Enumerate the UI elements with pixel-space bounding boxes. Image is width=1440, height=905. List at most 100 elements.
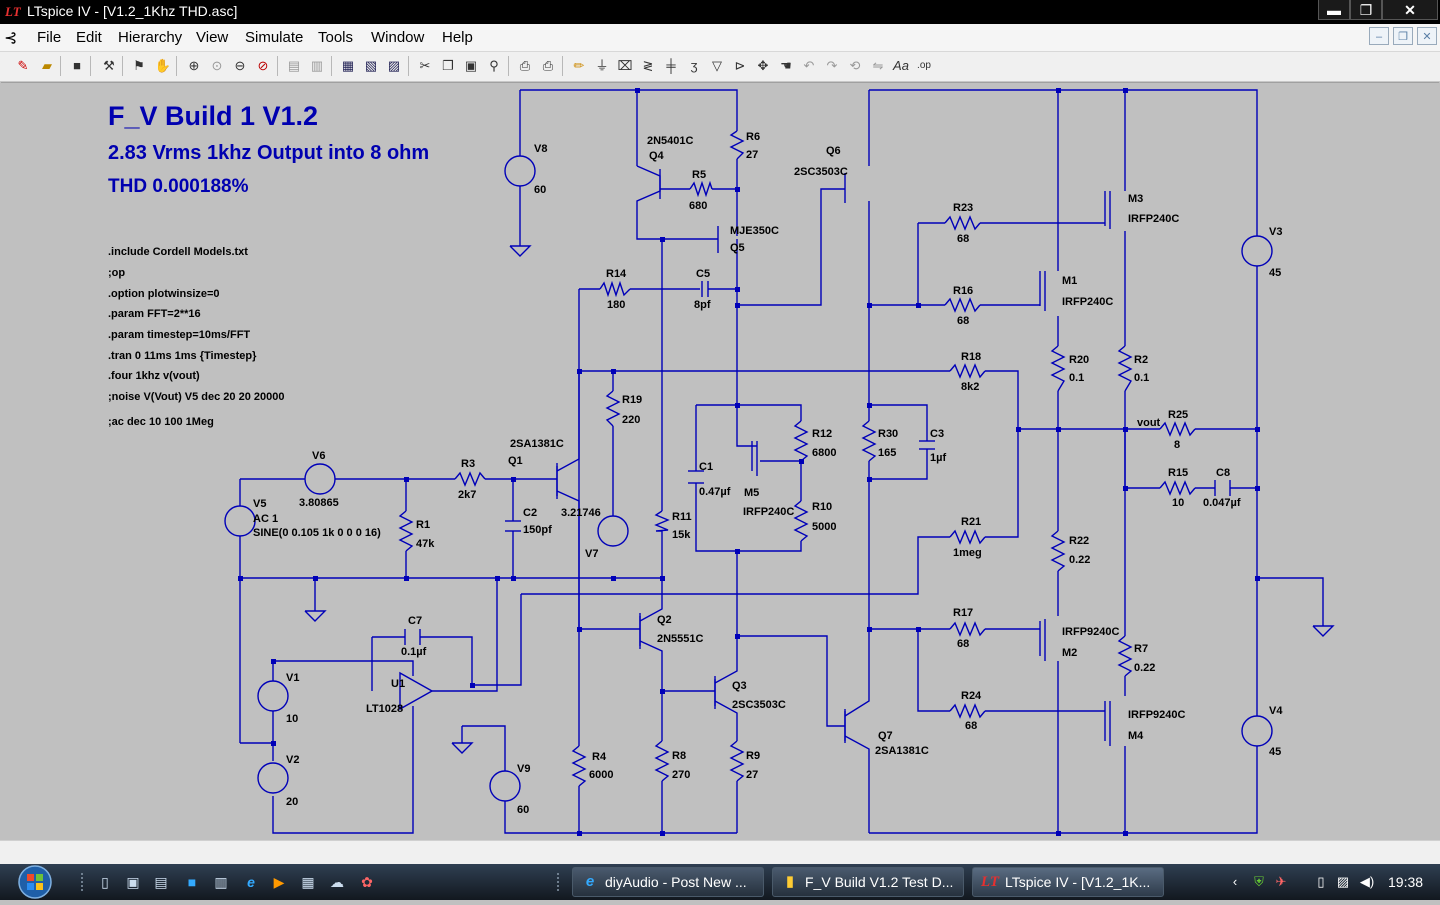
zoom-out-icon[interactable]: ⊖ bbox=[234, 58, 246, 73]
copy-icon[interactable]: ❐ bbox=[442, 58, 454, 73]
task-diyaudio[interactable]: e diyAudio - Post New ... bbox=[572, 867, 764, 897]
monitor-icon[interactable]: ■ bbox=[187, 874, 197, 890]
run-icon[interactable]: ⚑ bbox=[133, 58, 145, 73]
spice-directive-icon[interactable]: .op bbox=[917, 60, 931, 71]
component-icon[interactable]: ⊳ bbox=[734, 58, 746, 73]
print-setup-icon[interactable]: ⎙ bbox=[519, 58, 531, 73]
undo-icon[interactable]: ↶ bbox=[803, 58, 815, 73]
find-icon[interactable]: ⚲ bbox=[489, 58, 499, 73]
spice-directive[interactable]: .option plotwinsize=0 bbox=[108, 288, 220, 300]
desktop-icon[interactable]: ▯ bbox=[101, 874, 109, 890]
label-v5-name: V5 bbox=[253, 498, 266, 510]
minimize-button[interactable]: ▬ bbox=[1318, 0, 1350, 20]
inductor-icon[interactable]: ʒ bbox=[690, 58, 698, 73]
mdi-close-button[interactable]: ✕ bbox=[1417, 27, 1437, 45]
taskbar: ▯ ▣ ▤ ■ ▥ e ▶ ▦ ☁ ✿ e diyAudio - Post Ne… bbox=[0, 864, 1440, 900]
ground-icon[interactable]: ⏚ bbox=[595, 58, 609, 73]
menu-tools[interactable]: Tools bbox=[318, 29, 354, 46]
spice-directive[interactable]: ;noise V(Vout) V5 dec 20 20 20000 bbox=[108, 391, 284, 403]
chevron-left-icon[interactable]: ‹ bbox=[1232, 874, 1238, 889]
label-v4-name: V4 bbox=[1269, 705, 1283, 717]
cascade-icon[interactable]: ▦ bbox=[341, 58, 355, 73]
network-icon[interactable]: ☁ bbox=[330, 874, 344, 890]
thd-result: THD 0.000188% bbox=[108, 176, 249, 197]
capacitor-icon[interactable]: ╪ bbox=[666, 58, 676, 73]
task-label: diyAudio - Post New ... bbox=[605, 874, 747, 890]
media-icon[interactable]: ▶ bbox=[273, 874, 285, 890]
documents-icon[interactable]: ▤ bbox=[154, 874, 168, 890]
spice-directive[interactable]: .four 1khz v(vout) bbox=[108, 370, 200, 382]
menu-help[interactable]: Help bbox=[442, 29, 473, 46]
menu-view[interactable]: View bbox=[196, 29, 229, 46]
mdi-minimize-button[interactable]: – bbox=[1369, 27, 1389, 45]
start-button[interactable] bbox=[10, 864, 60, 900]
halt-icon[interactable]: ✋ bbox=[154, 58, 172, 73]
task-document[interactable]: ▮ F_V Build V1.2 Test D... bbox=[772, 867, 964, 897]
menu-hierarchy[interactable]: Hierarchy bbox=[118, 29, 183, 46]
close-button[interactable]: ✕ bbox=[1382, 0, 1438, 20]
schematic-canvas[interactable]: F_V Build 1 V1.2 2.83 Vrms 1khz Output i… bbox=[1, 82, 1439, 840]
maximize-button[interactable]: ❐ bbox=[1350, 0, 1382, 20]
task-ltspice[interactable]: LT LTspice IV - [V1.2_1K... bbox=[972, 867, 1164, 897]
shield-icon[interactable]: ⛨ bbox=[1254, 874, 1264, 889]
clock[interactable]: 19:38 bbox=[1388, 874, 1424, 890]
computer-icon[interactable]: ▥ bbox=[214, 874, 228, 890]
menu-simulate[interactable]: Simulate bbox=[245, 29, 304, 46]
spice-directive[interactable]: ;op bbox=[108, 267, 125, 279]
explorer-icon[interactable]: ▣ bbox=[126, 874, 140, 890]
redo-icon[interactable]: ↷ bbox=[826, 58, 838, 73]
drag-icon[interactable]: ☚ bbox=[780, 58, 792, 73]
menu-edit[interactable]: Edit bbox=[76, 29, 102, 46]
schematic-heading: F_V Build 1 V1.2 bbox=[108, 101, 318, 131]
label-r7-name: R7 bbox=[1134, 643, 1148, 655]
resistor-r2 bbox=[1117, 345, 1133, 392]
label-icon[interactable]: ⌧ bbox=[617, 58, 633, 73]
mirror-icon[interactable]: ⇋ bbox=[872, 58, 884, 73]
network-icon[interactable]: ▨ bbox=[1336, 874, 1350, 889]
label-r8-value: 270 bbox=[672, 769, 690, 781]
notepad-icon[interactable]: ▦ bbox=[301, 874, 315, 890]
paste-icon[interactable]: ▣ bbox=[464, 58, 478, 73]
spice-directive[interactable]: .param timestep=10ms/FFT bbox=[108, 329, 250, 341]
window-icon[interactable]: ▧ bbox=[364, 58, 378, 73]
document-menu-icon[interactable]: ⊰ bbox=[4, 30, 18, 47]
ie-icon[interactable]: e bbox=[247, 874, 255, 890]
tool-icon[interactable]: ✿ bbox=[361, 874, 373, 890]
open-icon[interactable]: ▰ bbox=[42, 58, 52, 73]
pdf-icon[interactable]: ✈ bbox=[1275, 874, 1287, 889]
battery-icon[interactable]: ▯ bbox=[1317, 874, 1325, 889]
schematic-drawing[interactable]: F_V Build 1 V1.2 2.83 Vrms 1khz Output i… bbox=[1, 83, 1439, 840]
spice-directive[interactable]: ;ac dec 10 100 1Meg bbox=[108, 416, 214, 428]
ltspice-icon[interactable]: LT bbox=[5, 4, 21, 19]
text-icon[interactable]: Aa bbox=[893, 58, 909, 73]
zoom-fit-icon[interactable]: ⊙ bbox=[211, 58, 223, 73]
menu-file[interactable]: File bbox=[37, 29, 62, 46]
label-r3-value: 2k7 bbox=[458, 489, 476, 501]
resistor-icon[interactable]: ≷ bbox=[642, 58, 654, 73]
zoom-in-icon[interactable]: ⊕ bbox=[188, 58, 200, 73]
zoom-cancel-icon[interactable]: ⊘ bbox=[257, 58, 269, 73]
control-panel-icon[interactable]: ⚒ bbox=[103, 58, 115, 73]
new-schematic-icon[interactable]: ✎ bbox=[17, 58, 29, 73]
save-icon[interactable]: ■ bbox=[73, 58, 81, 73]
close-window-icon[interactable]: ▨ bbox=[387, 58, 401, 73]
label-r18-value: 8k2 bbox=[961, 381, 979, 393]
wire-icon[interactable]: ✏ bbox=[573, 58, 585, 73]
mdi-restore-button[interactable]: ❐ bbox=[1393, 27, 1413, 45]
label-r1-name: R1 bbox=[416, 519, 430, 531]
rotate-icon[interactable]: ⟲ bbox=[849, 58, 861, 73]
cut-icon[interactable]: ✂ bbox=[419, 58, 431, 73]
spice-directive[interactable]: .include Cordell Models.txt bbox=[108, 246, 248, 258]
window-title: LTspice IV - [V1.2_1Khz THD.asc] bbox=[27, 3, 238, 19]
tile-vertical-icon[interactable]: ▥ bbox=[310, 58, 324, 73]
tile-horizontal-icon[interactable]: ▤ bbox=[287, 58, 301, 73]
print-icon[interactable]: ⎙ bbox=[542, 58, 554, 73]
spice-directive[interactable]: .param FFT=2**16 bbox=[108, 308, 201, 320]
resistor-r17 bbox=[949, 621, 986, 637]
menu-window[interactable]: Window bbox=[371, 29, 425, 46]
diode-icon[interactable]: ▽ bbox=[712, 58, 722, 73]
volume-icon[interactable]: ◀) bbox=[1359, 874, 1375, 889]
move-icon[interactable]: ✥ bbox=[757, 58, 769, 73]
spice-directive[interactable]: .tran 0 11ms 1ms {Timestep} bbox=[108, 350, 257, 362]
label-c8-name: C8 bbox=[1216, 467, 1230, 479]
